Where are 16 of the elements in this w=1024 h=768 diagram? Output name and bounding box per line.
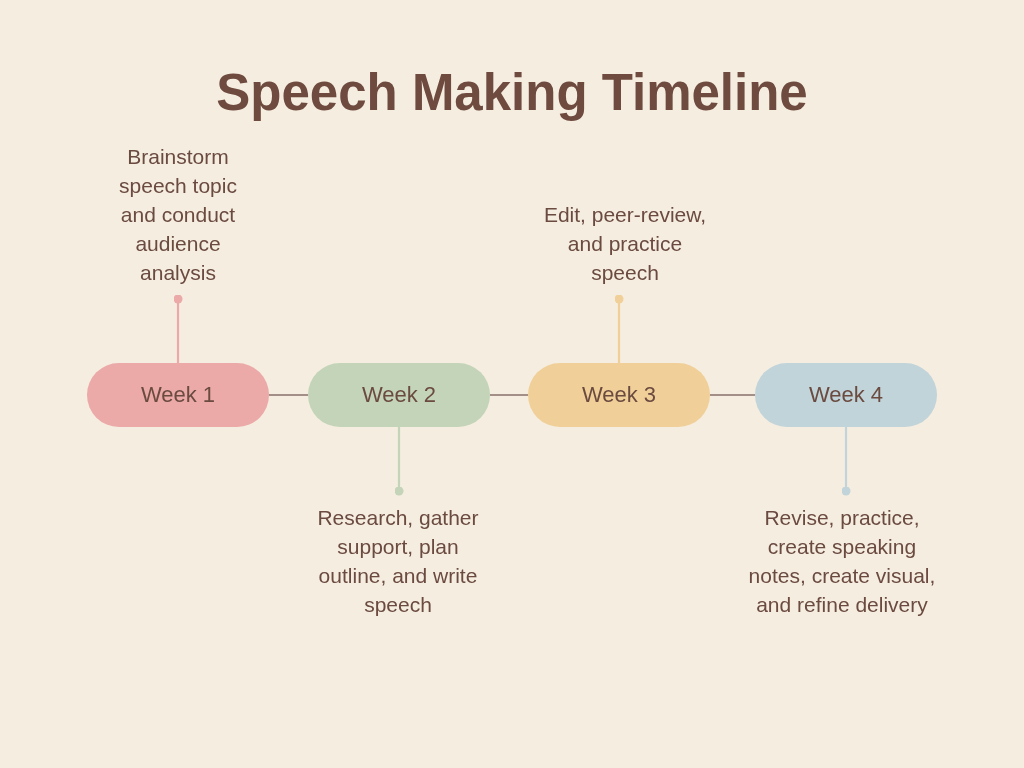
week-label: Week 1	[140, 381, 216, 409]
timeline-connector	[269, 393, 308, 397]
leader-line	[394, 427, 404, 496]
timeline-connector	[490, 393, 528, 397]
week-label: Week 2	[361, 381, 437, 409]
diagram-title: Speech Making Timeline	[216, 64, 808, 123]
week-label: Week 3	[581, 381, 657, 409]
week-label: Week 4	[808, 381, 884, 409]
milestone-description: Brainstorm speech topic and conduct audience analysis	[118, 144, 238, 286]
milestone-description: Research, gather support, plan outline, and write speech	[316, 505, 480, 618]
leader-line	[173, 294, 183, 363]
milestone-description: Edit, peer-review, and practice speech	[542, 202, 708, 286]
milestone-description: Revise, practice, create speaking notes, create visual, and refine delivery	[747, 505, 937, 618]
leader-line	[841, 427, 851, 496]
leader-line	[614, 294, 624, 363]
timeline-connector	[710, 393, 755, 397]
